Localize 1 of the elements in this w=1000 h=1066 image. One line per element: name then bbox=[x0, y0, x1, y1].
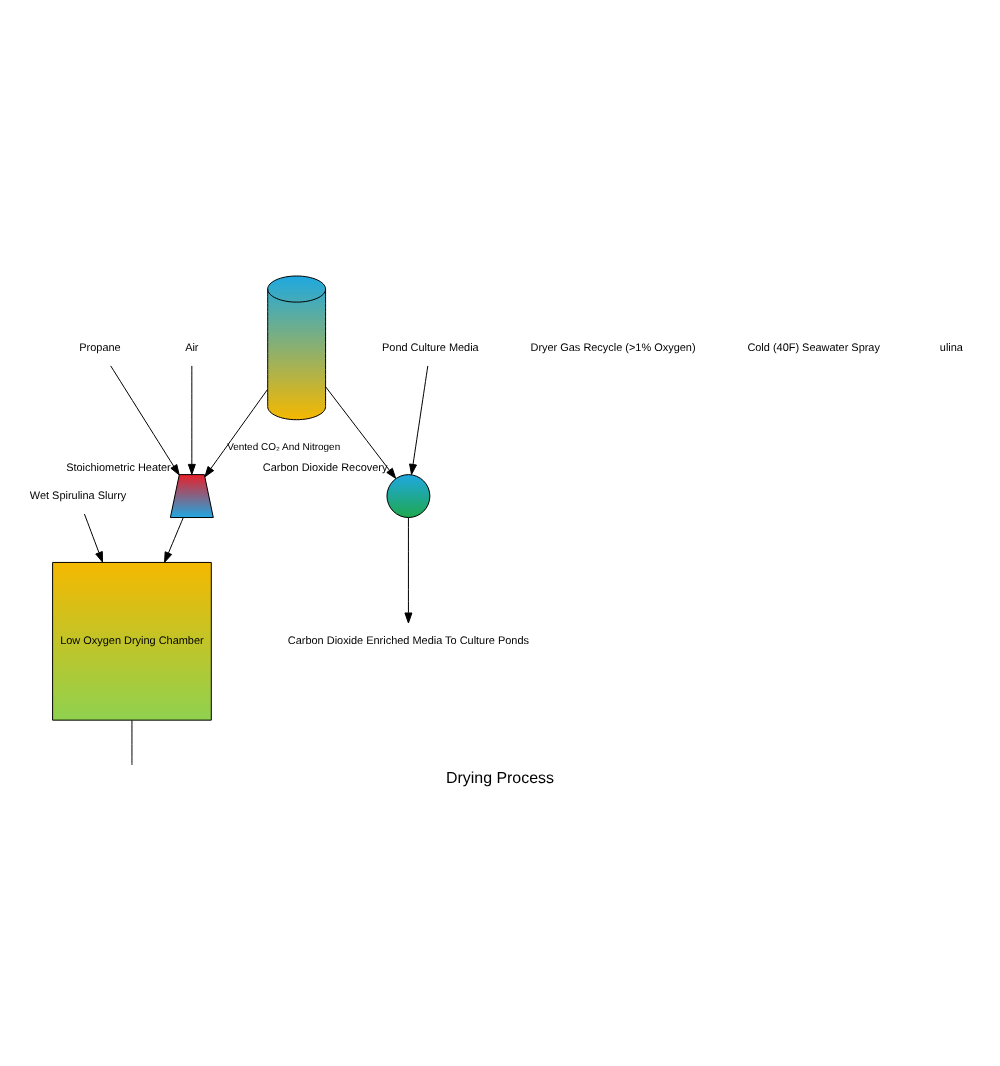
diagram-title: Drying Process bbox=[445, 767, 555, 786]
